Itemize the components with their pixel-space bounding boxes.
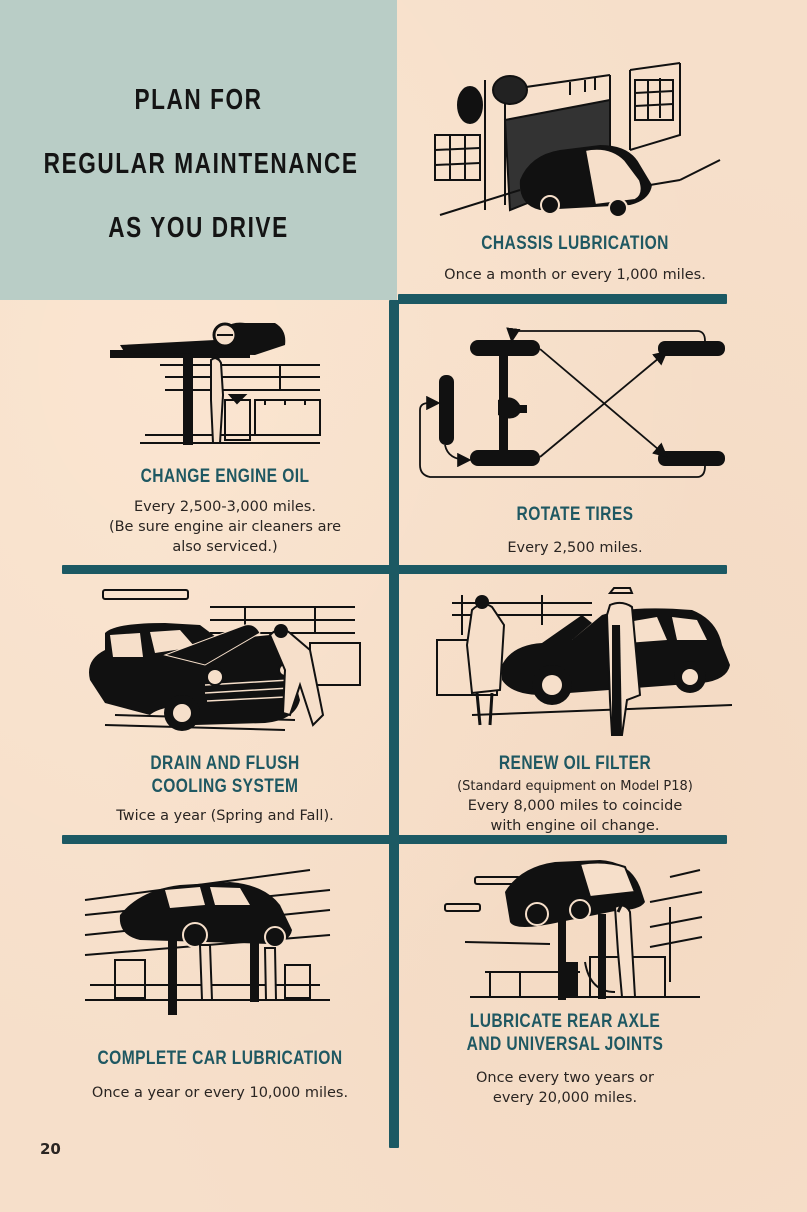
rule-top-right <box>398 294 727 304</box>
drain-flush-desc: Twice a year (Spring and Fall). <box>116 808 334 824</box>
chassis-lubrication-desc: Once a month or every 1,000 miles. <box>444 267 706 283</box>
car-on-hoist-mechanic-icon <box>110 322 321 445</box>
rotate-tires-desc: Every 2,500 miles. <box>507 540 643 556</box>
lubricate-rear-axle-heading-2: AND UNIVERSAL JOINTS <box>466 1034 664 1055</box>
change-engine-oil-desc-2: (Be sure engine air cleaners are <box>108 519 342 535</box>
complete-car-lubrication-desc: Once a year or every 10,000 miles. <box>91 1085 349 1101</box>
title-line-2: REGULAR MAINTENANCE <box>43 148 359 180</box>
renew-oil-filter-desc-1: Every 8,000 miles to coincide <box>467 798 683 814</box>
renew-oil-filter-panel: RENEW OIL FILTER (Standard equipment on … <box>400 752 750 836</box>
two-men-by-open-hood-icon <box>436 587 733 736</box>
drain-flush-panel: DRAIN AND FLUSH COOLING SYSTEM Twice a y… <box>60 752 390 826</box>
rotate-tires-heading: ROTATE TIRES <box>516 504 634 525</box>
rotate-tires-panel: ROTATE TIRES Every 2,500 miles. <box>400 503 750 558</box>
renew-oil-filter-heading: RENEW OIL FILTER <box>498 753 652 774</box>
renew-oil-filter-desc-2: with engine oil change. <box>490 818 660 834</box>
tire-rotation-diagram-icon <box>419 327 725 478</box>
renew-oil-filter-note: (Standard equipment on Model P18) <box>457 779 693 794</box>
change-engine-oil-desc-1: Every 2,500-3,000 miles. <box>134 499 316 515</box>
car-on-lift-two-mechanics-icon <box>84 869 331 1015</box>
complete-car-lubrication-heading: COMPLETE CAR LUBRICATION <box>97 1048 343 1069</box>
mechanic-under-hood-icon <box>89 589 361 731</box>
change-engine-oil-heading: CHANGE ENGINE OIL <box>140 466 310 487</box>
title-line-1: PLAN FOR <box>134 84 263 116</box>
title-line-3: AS YOU DRIVE <box>108 212 289 244</box>
change-engine-oil-panel: CHANGE ENGINE OIL Every 2,500-3,000 mile… <box>60 465 390 557</box>
page-title: PLAN FOR REGULAR MAINTENANCE AS YOU DRIV… <box>43 68 359 260</box>
rule-horizontal-1 <box>62 565 727 574</box>
lubricate-rear-axle-desc-1: Once every two years or <box>475 1070 655 1086</box>
lubricate-rear-axle-heading-1: LUBRICATE REAR AXLE <box>469 1011 661 1032</box>
drain-flush-heading-2: COOLING SYSTEM <box>151 776 299 797</box>
rule-horizontal-2 <box>62 835 727 844</box>
chassis-lubrication-heading: CHASSIS LUBRICATION <box>481 233 669 254</box>
car-exiting-service-garage-icon <box>434 62 721 218</box>
drain-flush-heading-1: DRAIN AND FLUSH <box>150 753 300 774</box>
lubricate-rear-axle-panel: LUBRICATE REAR AXLE AND UNIVERSAL JOINTS… <box>400 1010 730 1108</box>
lubricate-rear-axle-desc-2: every 20,000 miles. <box>492 1090 638 1106</box>
car-on-hoist-rear-mechanic-icon <box>444 860 703 1000</box>
page-number: 20 <box>40 1140 61 1158</box>
complete-car-lubrication-panel: COMPLETE CAR LUBRICATION Once a year or … <box>45 1047 395 1103</box>
chassis-lubrication-panel: CHASSIS LUBRICATION Once a month or ever… <box>400 232 750 285</box>
title-box: PLAN FOR REGULAR MAINTENANCE AS YOU DRIV… <box>0 0 397 300</box>
change-engine-oil-desc-3: also serviced.) <box>172 539 278 555</box>
rule-vertical-center <box>389 300 399 1148</box>
